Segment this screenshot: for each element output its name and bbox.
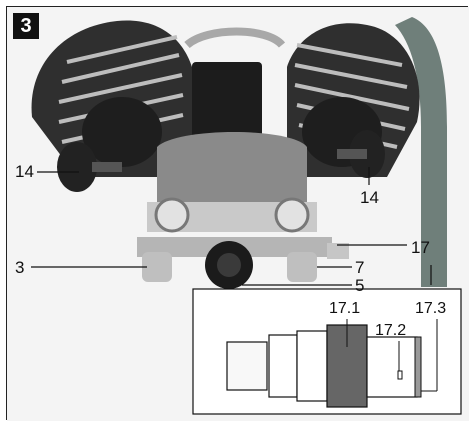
air-filter-right: [337, 130, 385, 178]
pressure-gauge-left: [154, 197, 190, 233]
air-filter-left: [57, 142, 122, 192]
label-17-1: 17.1: [329, 300, 361, 317]
coupling-detail: [226, 319, 438, 408]
figure-number: 3: [13, 13, 39, 39]
callout-lines: [31, 167, 432, 286]
callout-14-right: 14: [360, 188, 379, 207]
pressure-gauge-right: [274, 197, 310, 233]
callout-7: 7: [355, 258, 365, 277]
quick-coupling-left: [142, 252, 172, 282]
air-hose: [395, 17, 447, 287]
figure-frame: 3 14 14 3 7 5 17 17.1 17.2 17.3: [6, 6, 469, 421]
crankcase: [157, 132, 307, 207]
callout-17: 17: [411, 238, 430, 257]
left-cylinder-head: [31, 20, 193, 177]
safety-valve: [327, 243, 349, 259]
label-17-3: 17.3: [415, 300, 447, 317]
callout-3: 3: [15, 258, 25, 277]
transfer-pipe: [184, 27, 286, 49]
callout-5: 5: [355, 276, 365, 295]
label-17-2: 17.2: [375, 322, 407, 339]
quick-coupling-right: [287, 252, 317, 282]
compressor-photo: [7, 7, 469, 421]
callout-14-left: 14: [15, 162, 34, 181]
